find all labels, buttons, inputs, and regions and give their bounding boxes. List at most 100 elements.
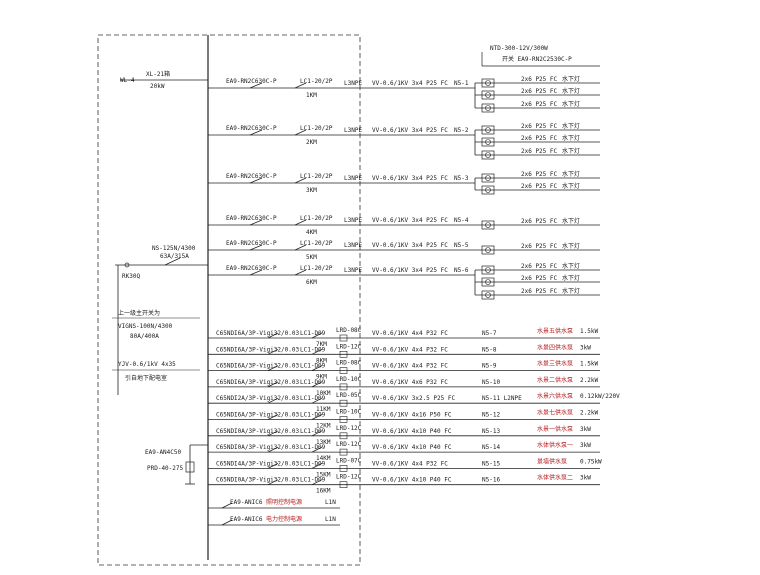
- light-contactor-model: LC1-20/2P: [300, 173, 333, 180]
- transformer-model: NTD-300-12V/300W: [490, 45, 548, 52]
- pump-relay-model: LRD-05C: [336, 392, 362, 399]
- pump-cable-spec: VV-0.6/1KV 4x4 P32 FC: [372, 330, 448, 337]
- upper-switch-rating: 80A/400A: [130, 333, 159, 340]
- lamp-icon: [485, 105, 491, 111]
- main-switch-symbol: [164, 257, 181, 266]
- main-switch-model: NS-125N/4300: [152, 245, 196, 252]
- spd-device-model: EA9-AN4C50: [145, 449, 182, 456]
- pump-name: 景墙供水泵: [537, 457, 567, 465]
- spd-protector-symbol: [185, 461, 195, 473]
- pump-name: 水景七供水泵: [537, 409, 573, 417]
- pump-contactor-model: LC1-D09: [300, 428, 326, 435]
- overload-relay-symbol: [339, 416, 348, 423]
- pump-contactor-symbol: [311, 479, 323, 486]
- pump-cable-spec: VV-0.6/1KV 4x4 P32 FC: [372, 460, 448, 467]
- light-breaker-symbol: [249, 244, 263, 251]
- pump-breaker-symbol: [267, 430, 279, 437]
- lamp-name: 水下灯: [562, 182, 580, 190]
- pump-name: 水景四供水泵: [537, 343, 573, 351]
- lamp-spec: 2x6 P25 FC: [521, 288, 558, 295]
- lamp-icon: [485, 247, 491, 253]
- pump-breaker-symbol: [267, 463, 279, 469]
- light-cable-spec: VV-0.6/1KV 3x4 P25 FC: [372, 80, 448, 87]
- overload-relay-symbol: [339, 399, 348, 407]
- pump-breaker-model: C65NDI6A/3P-Vigi32/0.03: [216, 363, 299, 370]
- lamp-spec: 2x6 P25 FC: [521, 263, 558, 270]
- pump-contactor-symbol: [311, 381, 323, 388]
- control-breaker-model: EA9-ANIC6: [230, 516, 263, 523]
- lamp-icon: [485, 175, 491, 181]
- light-phase-tag: L3NPE: [344, 217, 362, 224]
- pump-breaker-model: C65NDI0A/3P-Vigi32/0.03: [216, 428, 299, 435]
- panel-boundary: [97, 34, 361, 566]
- pump-relay-model: LRD-08C: [336, 360, 362, 367]
- pump-breaker-model: C65NDI6A/3P-Vigi32/0.03: [216, 346, 299, 353]
- pump-km-tag: 12KM: [316, 423, 331, 430]
- pump-relay-model: LRD-12C: [336, 343, 362, 350]
- pump-breaker-model: C65NDI6A/3P-Vigi32/0.03: [216, 330, 299, 337]
- pump-power: 3kW: [580, 442, 591, 449]
- lamp-name: 水下灯: [562, 100, 580, 108]
- overload-relay-symbol: [339, 383, 348, 391]
- light-contactor-model: LC1-20/2P: [300, 265, 333, 272]
- lamp-spec: 2x6 P25 FC: [521, 123, 558, 130]
- lamp-icon: [485, 222, 491, 228]
- light-circuit-number: N5-5: [454, 242, 469, 249]
- light-cable-spec: VV-0.6/1KV 3x4 P25 FC: [372, 217, 448, 224]
- pump-breaker-symbol: [267, 397, 279, 404]
- pump-cable-spec: VV-0.6/1KV 4x10 P40 FC: [372, 428, 452, 435]
- light-phase-tag: L3NPE: [344, 267, 362, 274]
- pump-circuit-number: N5-11 L2NPE: [482, 395, 522, 402]
- light-breaker-symbol: [249, 129, 263, 136]
- lamp-spec: 2x6 P25 FC: [521, 183, 558, 190]
- control-phase-tag: L1N: [325, 499, 336, 506]
- lamp-spec: 2x6 P25 FC: [521, 76, 558, 83]
- light-contactor-symbol: [294, 244, 307, 251]
- pump-power: 1.5kW: [580, 328, 598, 335]
- upper-switch-model: VIGNS-100N/4300: [118, 323, 173, 330]
- lamp-name: 水下灯: [562, 147, 580, 155]
- pump-contactor-model: LC1-D09: [300, 460, 326, 467]
- light-breaker-model: EA9-RN2C630C-P: [226, 125, 277, 132]
- pump-km-tag: 16KM: [316, 488, 331, 495]
- pump-contactor-model: LC1-D09: [300, 379, 326, 386]
- light-contactor-symbol: [294, 269, 307, 276]
- pump-name: 水景二供水泵: [537, 376, 573, 384]
- pump-power: 2.2kW: [580, 377, 598, 384]
- lamp-spec: 2x6 P25 FC: [521, 148, 558, 155]
- lamp-name: 水下灯: [562, 170, 580, 178]
- lamp-spec: 2x6 P25 FC: [521, 135, 558, 142]
- light-phase-tag: L3NPE: [344, 242, 362, 249]
- pump-breaker-symbol: [267, 414, 279, 420]
- pump-contactor-model: LC1-D09: [300, 412, 326, 419]
- pump-cable-spec: VV-0.6/1KV 4x6 P32 FC: [372, 379, 448, 386]
- pump-breaker-symbol: [267, 365, 279, 371]
- pump-cable-spec: VV-0.6/1KV 4x10 P40 FC: [372, 444, 452, 451]
- lamp-name: 水下灯: [562, 134, 580, 142]
- light-breaker-symbol: [249, 177, 263, 184]
- pump-relay-model: LRD-12C: [336, 425, 362, 432]
- pump-breaker-symbol: [267, 332, 279, 339]
- pump-km-tag: 13KM: [316, 439, 331, 446]
- pump-power: 0.75kW: [580, 458, 602, 465]
- light-km-tag: 5KM: [306, 254, 317, 261]
- pump-km-tag: 14KM: [316, 455, 331, 462]
- lamp-switch-symbol: [481, 265, 495, 275]
- lamp-spec: 2x6 P25 FC: [521, 101, 558, 108]
- lamp-spec: 2x6 P25 FC: [521, 218, 558, 225]
- pump-breaker-model: C65NDI4A/3P-Vigi32/0.03: [216, 460, 299, 467]
- pump-power: 1.5kW: [580, 361, 598, 368]
- pump-circuit-number: N5-12: [482, 412, 500, 419]
- control-circuit-name: 照明控制电源: [266, 498, 302, 506]
- light-contactor-model: LC1-20/2P: [300, 240, 333, 247]
- overload-relay-symbol: [339, 350, 348, 358]
- pump-relay-model: LRD-12C: [336, 441, 362, 448]
- incoming-power: 20kW: [150, 83, 165, 90]
- lamp-switch-symbol: [481, 173, 495, 183]
- control-breaker-model: EA9-ANIC6: [230, 499, 263, 506]
- lamp-switch-symbol: [481, 220, 495, 230]
- top-switch-label: 开关 EA9-RN2C2530C-P: [502, 55, 572, 63]
- pump-relay-model: LRD-07C: [336, 457, 362, 464]
- light-circuit-number: N5-2: [454, 127, 469, 134]
